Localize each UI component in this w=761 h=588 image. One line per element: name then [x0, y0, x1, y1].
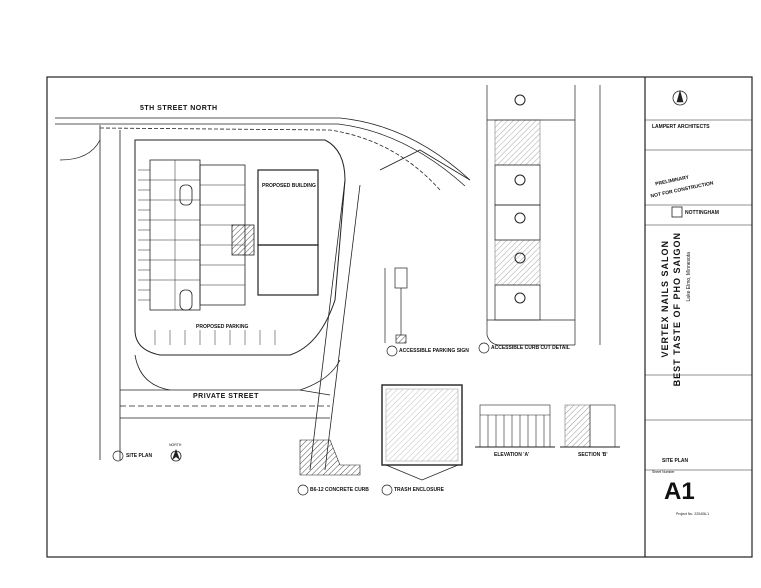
- accessible-sign-detail: [384, 267, 408, 344]
- street-label-north: 5TH STREET NORTH: [140, 105, 218, 112]
- detail-title-elevation: ELEVATION 'A': [494, 452, 530, 458]
- sheet-number: A1: [664, 478, 695, 505]
- detail-title-curb: B6-12 CONCRETE CURB: [310, 487, 369, 493]
- elevation-a-detail: [475, 404, 555, 448]
- project-location: Lake Elmo, Minnesota: [686, 252, 692, 302]
- sheet-number-label: Sheet Number: [652, 470, 675, 474]
- section-b-detail: [560, 404, 620, 448]
- north-label: NORTH: [169, 443, 182, 447]
- detail-title-trash: TRASH ENCLOSURE: [394, 487, 445, 493]
- trash-enclosure-detail: [381, 384, 463, 481]
- parking-label: PROPOSED PARKING: [196, 324, 249, 330]
- title-block: [645, 89, 752, 471]
- developer-name: NOTTINGHAM: [685, 210, 719, 216]
- north-arrow-icon: [170, 449, 182, 462]
- concrete-curb-detail: [299, 439, 361, 476]
- building-label: PROPOSED BUILDING: [262, 183, 316, 189]
- detail-title-site-plan: SITE PLAN: [126, 453, 153, 459]
- project-name-line-2: BEST TASTE OF PHO SAIGON: [672, 232, 682, 387]
- detail-title-section: SECTION 'B': [578, 452, 608, 458]
- detail-title-curb-cut: ACCESSIBLE CURB CUT DETAIL: [491, 345, 570, 351]
- street-label-private: PRIVATE STREET: [193, 393, 259, 400]
- sheet-title: SITE PLAN: [662, 458, 689, 464]
- project-name-line-1: VERTEX NAILS SALON: [660, 240, 670, 358]
- project-number: Project No. 220406-1: [676, 512, 710, 516]
- detail-title-sign: ACCESSIBLE PARKING SIGN: [399, 348, 469, 354]
- sheet-border: [46, 76, 753, 558]
- architect-name: LAMPERT ARCHITECTS: [652, 124, 710, 130]
- accessible-symbol-icon: [514, 94, 526, 304]
- accessible-curb-detail: [486, 85, 601, 346]
- site-plan-drawing: [55, 117, 471, 471]
